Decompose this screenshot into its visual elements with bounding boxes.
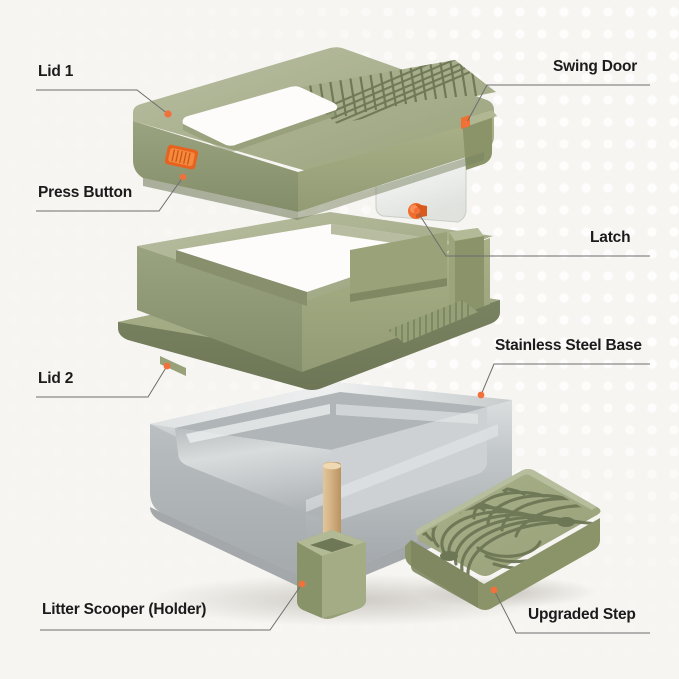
callout-marker-swing-door (462, 120, 470, 128)
upgraded-step-part (405, 469, 601, 610)
callout-label-litter-scooper: Litter Scooper (Holder) (42, 601, 207, 618)
callout-marker-upgraded-step (490, 586, 498, 594)
callout-marker-lid-2 (163, 362, 171, 370)
lid-1-part (133, 47, 497, 220)
callout-label-latch: Latch (590, 229, 631, 246)
callout-marker-latch (413, 207, 421, 215)
callout-marker-litter-scooper (298, 580, 306, 588)
callout-label-stainless-base: Stainless Steel Base (495, 337, 642, 354)
callout-label-swing-door: Swing Door (553, 58, 638, 75)
callout-marker-press-button (179, 173, 187, 181)
callout-label-lid-1: Lid 1 (38, 63, 74, 80)
press-button-part (164, 144, 199, 170)
callout-label-upgraded-step: Upgraded Step (528, 606, 636, 623)
callout-label-press-button: Press Button (38, 184, 133, 201)
callout-marker-lid-1 (164, 110, 172, 118)
litter-scooper-part (297, 462, 366, 619)
callout-label-lid-2: Lid 2 (38, 370, 74, 387)
callout-marker-stainless-base (477, 391, 485, 399)
